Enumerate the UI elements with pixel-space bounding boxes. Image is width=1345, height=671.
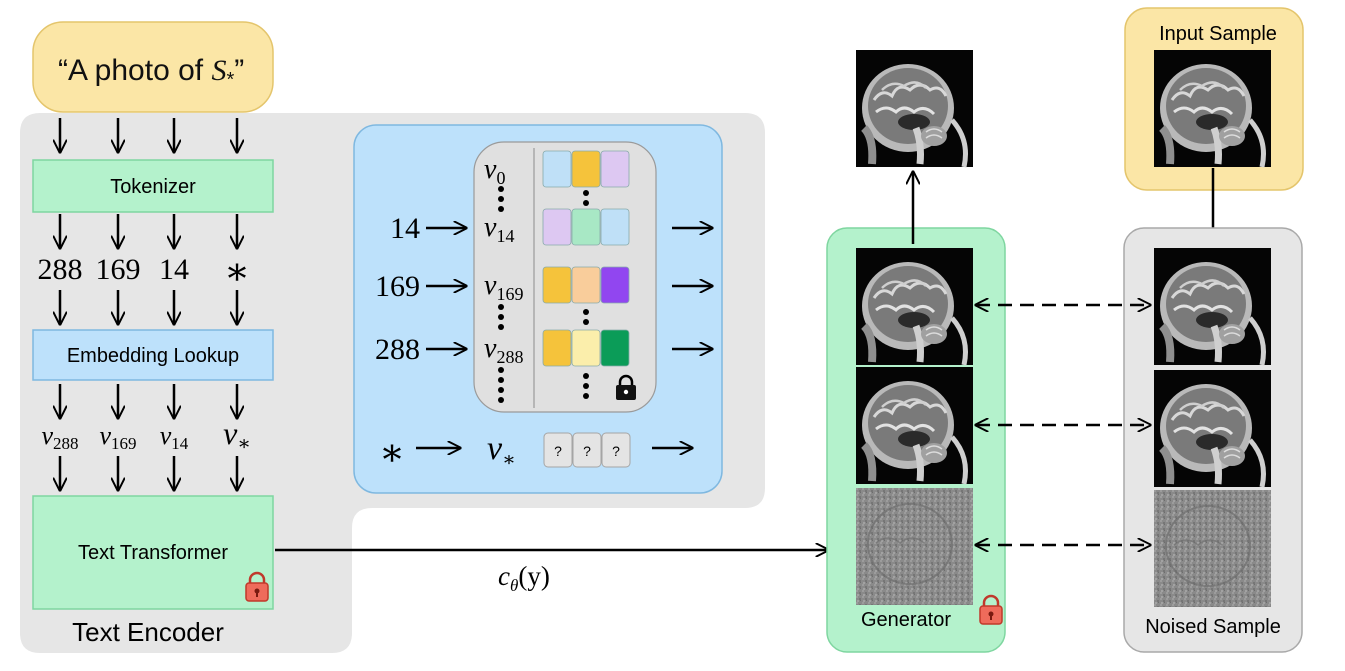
unknown-cell: ? [554, 443, 562, 459]
lookup-rows: v0 14 v14 169 v169 288 v288 [375, 150, 712, 367]
lock-icon [245, 571, 269, 602]
lookup-input-169: 169 [375, 270, 420, 303]
mri-brain-image [856, 50, 973, 167]
generator-label: Generator [861, 609, 951, 631]
prompt-text: “A photo of S*” [58, 54, 244, 91]
embedding-lookup-label: Embedding Lookup [67, 345, 239, 367]
new-token-input: ∗ [379, 432, 405, 474]
embedding-lookup-box [32, 329, 274, 381]
mri-brain-image [856, 367, 973, 484]
unknown-cell: ? [583, 443, 591, 459]
embedding-vector-label: v288 [484, 333, 523, 367]
new-embedding-label: v∗ [487, 430, 516, 471]
lookup-input-288: 288 [375, 333, 420, 366]
text-encoder-title: Text Encoder [72, 617, 224, 647]
embedding-vector-label: v169 [484, 270, 523, 304]
lock-icon [616, 374, 636, 400]
input-sample-label: Input Sample [1159, 23, 1277, 45]
mri-brain-image [856, 248, 973, 365]
token-id-14: 14 [159, 253, 189, 286]
embedding-vector-label: v14 [484, 212, 514, 246]
unknown-vector: ? ? ? [543, 432, 631, 468]
mri-brain-image [1154, 248, 1271, 365]
embedding-cell [571, 208, 601, 246]
embedding-cell [571, 329, 601, 367]
lookup-input-14: 14 [390, 212, 420, 245]
embedding-cell [542, 208, 572, 246]
tokenizer-box [32, 159, 274, 213]
embedding-v288: v288 [41, 421, 78, 453]
embedding-cell [571, 150, 601, 188]
mri-brain-image [1154, 370, 1271, 487]
unknown-cell: ? [612, 443, 620, 459]
embedding-cell [542, 266, 572, 304]
token-id-169: 169 [96, 253, 141, 286]
prompt-box [32, 21, 274, 113]
embedding-vstar: v∗ [223, 415, 251, 455]
noise-residual-image [1153, 489, 1272, 608]
embedding-cell [600, 329, 630, 367]
tokenizer-label: Tokenizer [110, 176, 196, 198]
token-id-288: 288 [38, 253, 83, 286]
embedding-cell [542, 150, 572, 188]
noised-sample-label: Noised Sample [1145, 616, 1281, 638]
embedding-v169: v169 [99, 421, 136, 453]
token-id-star: ∗ [224, 251, 250, 293]
text-transformer-label: Text Transformer [78, 542, 228, 564]
text-transformer-box [32, 495, 274, 610]
conditioning-label: cθ(y) [498, 561, 550, 595]
embedding-cell [600, 266, 630, 304]
lookup-dots [498, 186, 589, 403]
lock-icon [979, 594, 1003, 625]
mri-brain-image [1154, 50, 1271, 167]
embedding-cell [571, 266, 601, 304]
embedding-cell [542, 329, 572, 367]
embedding-v14: v14 [160, 421, 189, 453]
embedding-cell [600, 208, 630, 246]
embedding-vector-label: v0 [484, 154, 505, 188]
embedding-cell [600, 150, 630, 188]
noise-residual-image [855, 487, 974, 606]
